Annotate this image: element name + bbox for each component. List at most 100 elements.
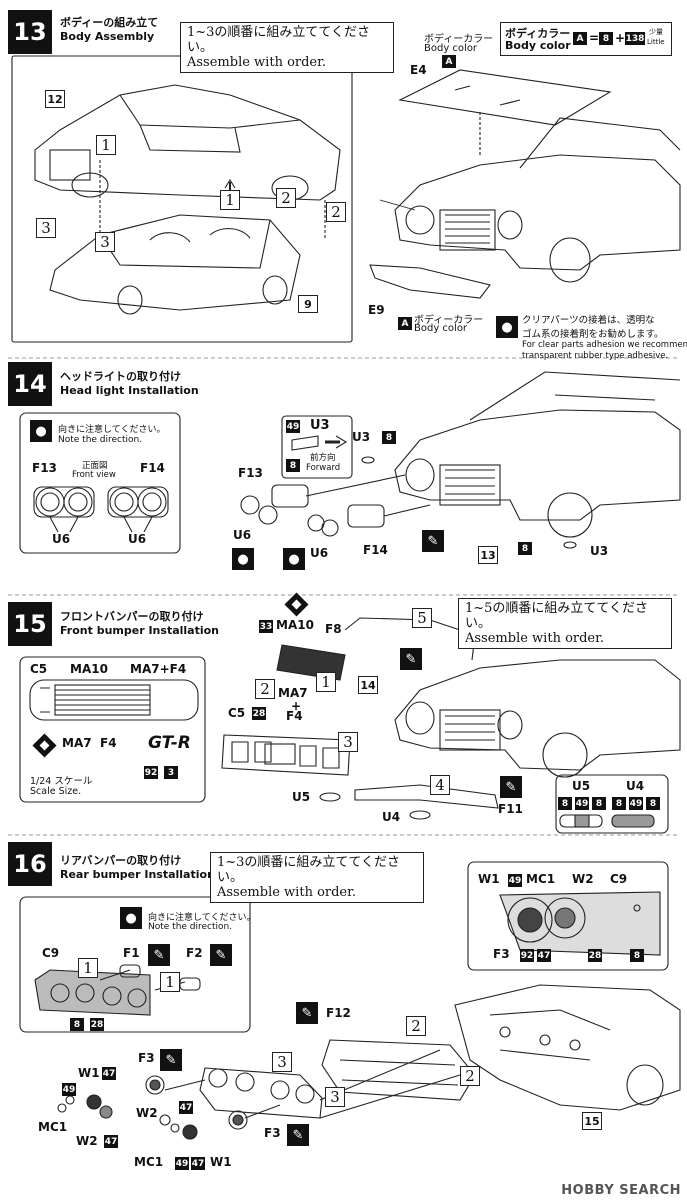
color-33: 33 [259, 620, 273, 633]
body-roofline [119, 94, 301, 129]
step14-title-en: Head light Installation [60, 384, 199, 397]
u4-panel-label: U4 [626, 779, 645, 793]
c9-panel-label: C9 [610, 872, 628, 886]
seq15-5: 5 [412, 608, 432, 628]
f3-part-label-top: F3 [138, 1051, 155, 1065]
f1-part-label: F1 [123, 946, 140, 960]
u3-bottom-color-8: 8 [518, 542, 532, 555]
step16-note-jp: 向きに注意してください。 [148, 913, 256, 923]
ma10-part-label: MA10 [276, 618, 314, 632]
c5-part-label: C5 [228, 706, 246, 720]
u5-u4-panel [555, 774, 669, 834]
ref-step-15: 15 [582, 1112, 602, 1130]
step14-note-en: Note the direction. [58, 435, 143, 445]
f2-part-label: F2 [186, 946, 203, 960]
u3-detail-box [281, 415, 353, 479]
step16-order-en: Assemble with order. [217, 885, 357, 900]
f3-color-47: 47 [537, 949, 551, 962]
front-view-en: Front view [72, 470, 116, 480]
u3-label-top: U3 [352, 430, 371, 444]
step16-taillight-panel [467, 861, 669, 971]
seq16-2b: 2 [460, 1066, 480, 1086]
u5-color-49: 49 [575, 797, 589, 810]
u3-box-label: U3 [310, 418, 330, 433]
paint-icon-f2: ✎ [210, 944, 232, 966]
clear-note-jp-2: ゴム系の接着剤をお勧めします。 [522, 329, 664, 340]
seq16-3b: 3 [325, 1087, 345, 1107]
u5-color-8b: 8 [592, 797, 606, 810]
paint-icon-15a: ✎ [400, 648, 422, 670]
step15-grille-panel [19, 656, 206, 803]
gtr-emblem-icon: GT-R [148, 733, 191, 753]
w1-panel-label: W1 [478, 872, 500, 886]
front-view-jp: 正面図 [82, 461, 108, 471]
f3-panel-label: F3 [493, 947, 510, 961]
mc1-part-label-right: MC1 [134, 1155, 164, 1169]
watermark: HOBBY SEARCH [561, 1183, 681, 1198]
adhesive-icon: ● [496, 316, 518, 338]
car-front-13 [394, 154, 681, 271]
color-3: 3 [164, 766, 178, 779]
u6-label-right: U6 [128, 532, 147, 546]
w1-part-label: W1 [78, 1066, 100, 1080]
step14-number: 14 [8, 362, 52, 406]
f4-label-panel: F4 [100, 736, 117, 750]
f3-part-label-bottom: F3 [264, 1126, 281, 1140]
ref-step-9: 9 [298, 295, 318, 313]
seq-3b: 3 [95, 232, 115, 252]
u5-part-label: U5 [292, 790, 311, 804]
u5-panel-label: U5 [572, 779, 591, 793]
car-front-14 [394, 409, 681, 521]
e9-color-label-jp: ボディーカラー [414, 315, 484, 326]
legend-plus: + [615, 31, 626, 45]
u3-top-color-8: 8 [382, 431, 396, 444]
paint-icon-f3-bottom: ✎ [287, 1124, 309, 1146]
car-rear-16 [454, 984, 681, 1111]
step16-note-en: Note the direction. [148, 922, 233, 932]
clear-note-en-1: For clear parts adhesion we recommend [522, 340, 687, 350]
paint-icon-f1: ✎ [148, 944, 170, 966]
step13-order-box: 1~3の順番に組み立ててください。 Assemble with order. [180, 22, 394, 73]
legend-jp: ボディカラー [505, 27, 571, 40]
u4-color-49: 49 [629, 797, 643, 810]
mc1-part-label: MC1 [38, 1120, 68, 1134]
f14-part-label: F14 [363, 543, 388, 557]
seq-1b: 1 [220, 190, 240, 210]
step13-color-label-en: Body color [424, 43, 478, 54]
w1-part-label-right: W1 [210, 1155, 232, 1169]
legend-little-en: Little [647, 38, 665, 46]
color-28: 28 [252, 707, 266, 720]
body-color-legend: ボディカラー Body color A = 8 + 138 少量 Little [500, 22, 672, 56]
u6-part-right: U6 [310, 546, 329, 560]
step15-order-en: Assemble with order. [465, 631, 605, 646]
seq15-1: 1 [316, 672, 336, 692]
c9-part-label: C9 [42, 946, 60, 960]
u3-color-49: 49 [286, 420, 300, 433]
step16-number: 16 [8, 842, 52, 886]
seq15-4: 4 [430, 775, 450, 795]
ma7f4-label-panel: MA7+F4 [130, 662, 187, 676]
seq-1a: 1 [96, 135, 116, 155]
car-front-15 [394, 659, 681, 771]
f11-part-label: F11 [498, 802, 523, 816]
legend-en: Body color [505, 39, 571, 52]
ma7-part-label: MA7 [278, 686, 308, 700]
panel-color-8: 8 [630, 949, 644, 962]
seq16-1a: 1 [78, 958, 98, 978]
step15-title-en: Front bumper Installation [60, 624, 220, 637]
step13-number: 13 [8, 10, 52, 54]
w2-part-color-47: 47 [104, 1135, 118, 1148]
seq15-2: 2 [255, 679, 275, 699]
c5-label-panel: C5 [30, 662, 48, 676]
f4-part-label: F4 [286, 709, 303, 723]
body-shell-outline [34, 84, 341, 201]
step16-order-box: 1~3の順番に組み立ててください。 Assemble with order. [210, 852, 424, 903]
seq16-3a: 3 [272, 1052, 292, 1072]
step16-order-jp: 1~3の順番に組み立ててください。 [217, 855, 401, 885]
seq15-3: 3 [338, 732, 358, 752]
adhesive-icon-left: ● [232, 548, 254, 570]
paint-icon-14: ✎ [422, 530, 444, 552]
legend-little-jp: 少量 [649, 28, 663, 36]
clear-note-jp-1: クリアパーツの接着は、透明な [522, 315, 655, 326]
